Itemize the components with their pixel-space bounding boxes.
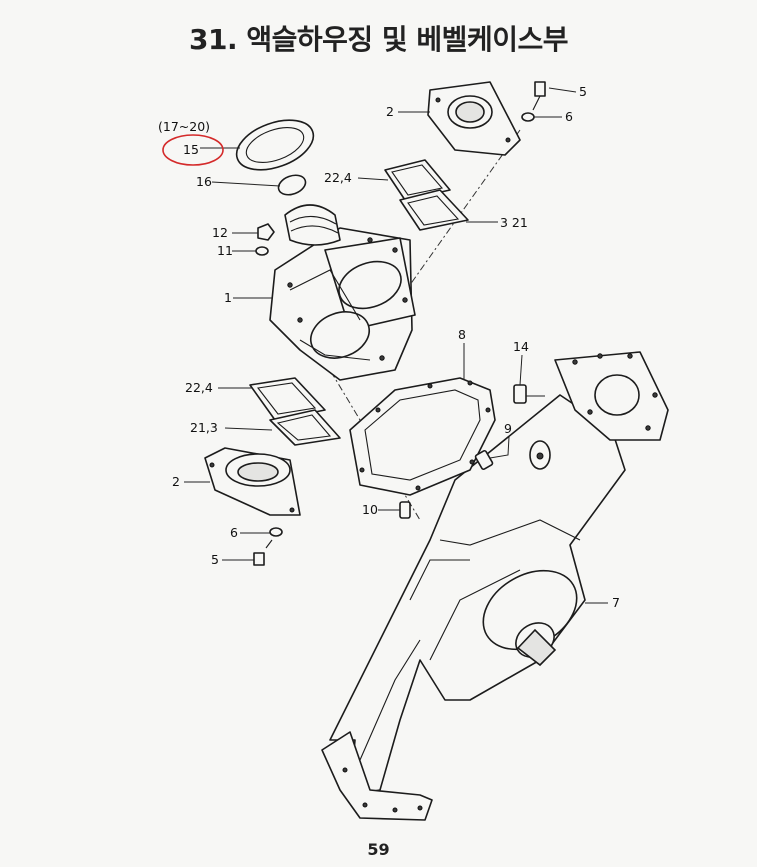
callout-15: 15 bbox=[183, 142, 199, 157]
axle-housing-part-7 bbox=[321, 351, 669, 821]
callout-6-bottom: 6 bbox=[230, 525, 238, 540]
callout-5-bottom: 5 bbox=[211, 552, 219, 567]
callout-7: 7 bbox=[612, 595, 620, 610]
callout-2-top: 2 bbox=[386, 104, 394, 119]
shim-set-bottom bbox=[249, 377, 341, 446]
gasket-part-8 bbox=[349, 377, 496, 496]
highlight-circle bbox=[162, 134, 224, 166]
callout-5-top: 5 bbox=[579, 84, 587, 99]
washer-part-11 bbox=[255, 246, 269, 256]
callout-2-bottom: 2 bbox=[172, 474, 180, 489]
flange-housing-part-2-top bbox=[427, 81, 521, 156]
callout-21-3: 21,3 bbox=[190, 420, 218, 435]
flange-housing-part-2-bottom bbox=[204, 447, 301, 516]
callout-22-4-top: 22,4 bbox=[324, 170, 352, 185]
callout-8: 8 bbox=[458, 327, 466, 342]
callout-12: 12 bbox=[212, 225, 228, 240]
washer-part-6-top bbox=[521, 112, 535, 122]
callout-22-4-bottom: 22,4 bbox=[185, 380, 213, 395]
o-ring-part-16 bbox=[277, 174, 307, 196]
callout-14: 14 bbox=[513, 339, 529, 354]
callout-6-top: 6 bbox=[565, 109, 573, 124]
shim-set-top bbox=[384, 159, 469, 231]
fitting-part-14 bbox=[513, 384, 545, 404]
callout-11: 11 bbox=[217, 243, 233, 258]
callout-10: 10 bbox=[362, 502, 378, 517]
bolt-part-5-top bbox=[532, 81, 546, 111]
nut-part-12 bbox=[257, 223, 275, 241]
callout-3-21: 3 21 bbox=[500, 215, 528, 230]
callout-16: 16 bbox=[196, 174, 212, 189]
washer-part-6-bottom bbox=[269, 527, 283, 537]
plug-part-10 bbox=[399, 501, 411, 519]
bevel-case-part-1 bbox=[269, 204, 416, 381]
callout-labels: 5 6 2 (17~20) 15 16 22,4 3 21 12 11 1 8 … bbox=[158, 84, 620, 610]
callout-1: 1 bbox=[224, 290, 232, 305]
page-title: 31. 액슬하우징 및 베벨케이스부 bbox=[189, 23, 568, 56]
callout-range-17-20: (17~20) bbox=[158, 119, 210, 134]
page-number: 59 bbox=[367, 840, 390, 859]
callout-9: 9 bbox=[504, 421, 512, 436]
bolt-part-5-bottom bbox=[253, 539, 273, 566]
leader-lines bbox=[184, 87, 608, 604]
bolt-part-9 bbox=[474, 450, 494, 470]
seal-part-15 bbox=[235, 119, 315, 171]
